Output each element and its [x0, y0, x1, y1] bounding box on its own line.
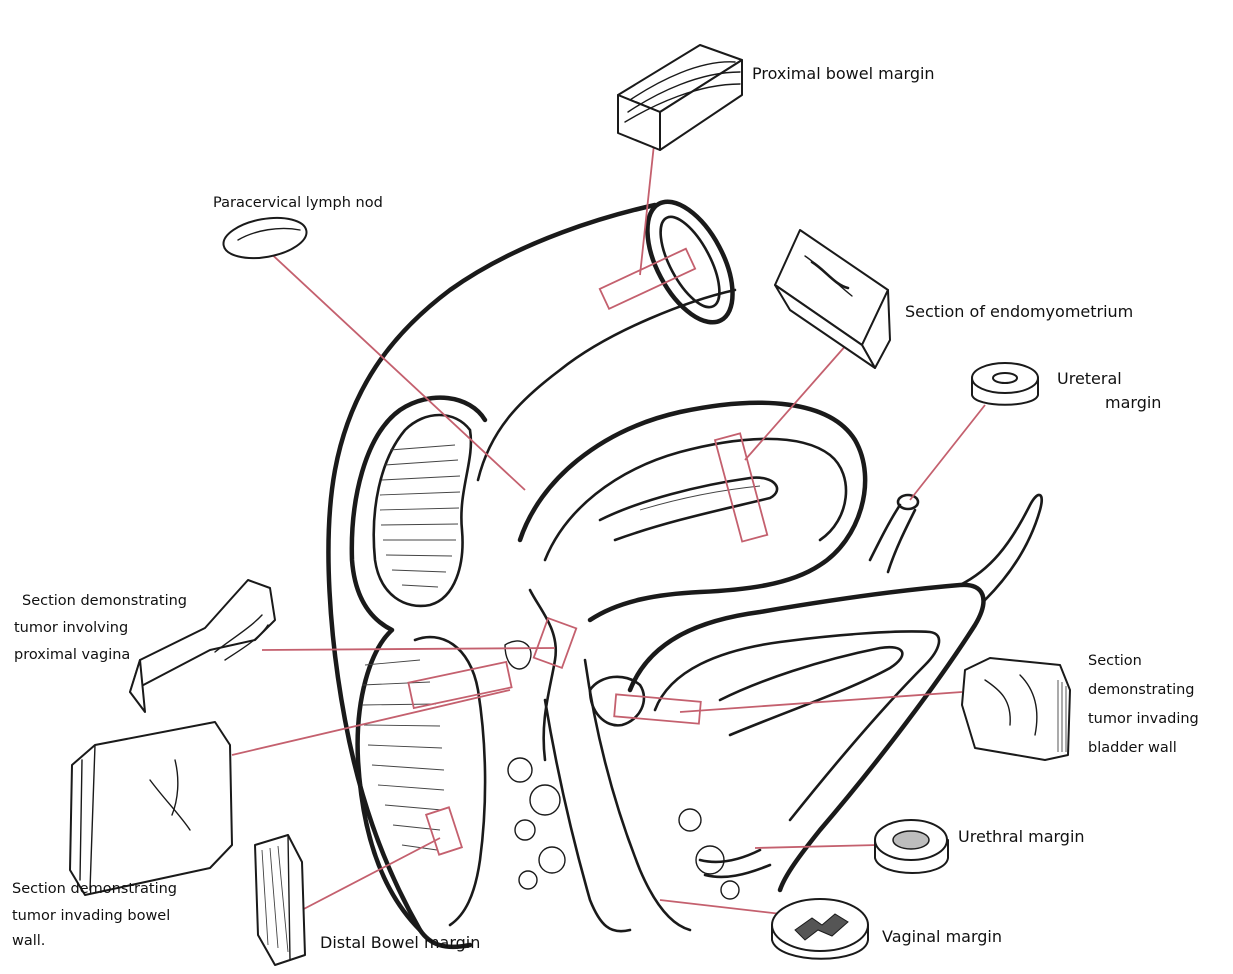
ureteral-specimen-icon: [972, 363, 1038, 405]
vagina-wall-right: [585, 660, 690, 930]
endomyometrium-specimen-icon: [775, 230, 890, 368]
vagina-wall-left: [545, 700, 630, 931]
bladder-inner: [655, 631, 939, 820]
sample-box-bladder: [614, 694, 701, 723]
distal-bowel-specimen-icon: [255, 835, 305, 965]
bowel-lumen: [649, 208, 731, 315]
label-proximal-vagina-line2: tumor involving: [14, 620, 128, 636]
uterus-outer: [520, 403, 865, 620]
label-bowel-wall-line1: Section demonstrating: [12, 881, 177, 897]
label-bowel-wall-line2: tumor invading bowel: [12, 908, 170, 924]
bowel-cut-end: [630, 188, 750, 336]
label-proximal-bowel-margin: Proximal bowel margin: [752, 64, 935, 83]
ureter-cut-end: [898, 495, 918, 509]
uterus-inner: [545, 439, 846, 560]
ureter: [870, 505, 915, 572]
bladder-wall-specimen-icon: [962, 658, 1070, 760]
label-paracervical-lymph-node: Paracervical lymph nod: [213, 195, 383, 211]
label-ureteral-line2: margin: [1105, 393, 1161, 412]
urethra: [700, 850, 770, 877]
label-proximal-vagina-line3: proximal vagina: [14, 647, 130, 663]
sample-box-proximal-bowel: [600, 249, 695, 309]
label-section-endomyometrium: Section of endomyometrium: [905, 302, 1133, 321]
rectum-lower-inner: [415, 637, 485, 925]
label-bladder-line2: demonstrating: [1088, 682, 1195, 698]
proximal-bowel-specimen-icon: [618, 45, 742, 150]
lymph-node-icon: [220, 212, 309, 264]
leader-lines: [232, 135, 985, 915]
label-bladder-line3: tumor invading: [1088, 711, 1199, 727]
label-vaginal-margin: Vaginal margin: [882, 927, 1002, 946]
label-bladder-line4: bladder wall: [1088, 740, 1177, 756]
label-distal-bowel-margin: Distal Bowel margin: [320, 933, 480, 952]
vaginal-specimen-icon: [772, 899, 868, 959]
sample-box-endomyometrium: [715, 433, 767, 541]
label-bowel-wall-line3: wall.: [12, 933, 45, 949]
label-urethral-margin: Urethral margin: [958, 827, 1085, 846]
label-bladder-line1: Section: [1088, 653, 1142, 669]
sample-box-distal-bowel: [426, 807, 462, 854]
bowel-outer-wall: [328, 205, 655, 947]
bladder-lumen: [720, 647, 902, 735]
urethral-specimen-icon: [875, 820, 948, 873]
rectum-inner: [374, 415, 471, 606]
label-ureteral-line1: Ureteral: [1057, 369, 1122, 388]
bowel-wall-specimen-icon: [70, 722, 232, 895]
label-proximal-vagina-line1: Section demonstrating: [22, 593, 187, 609]
